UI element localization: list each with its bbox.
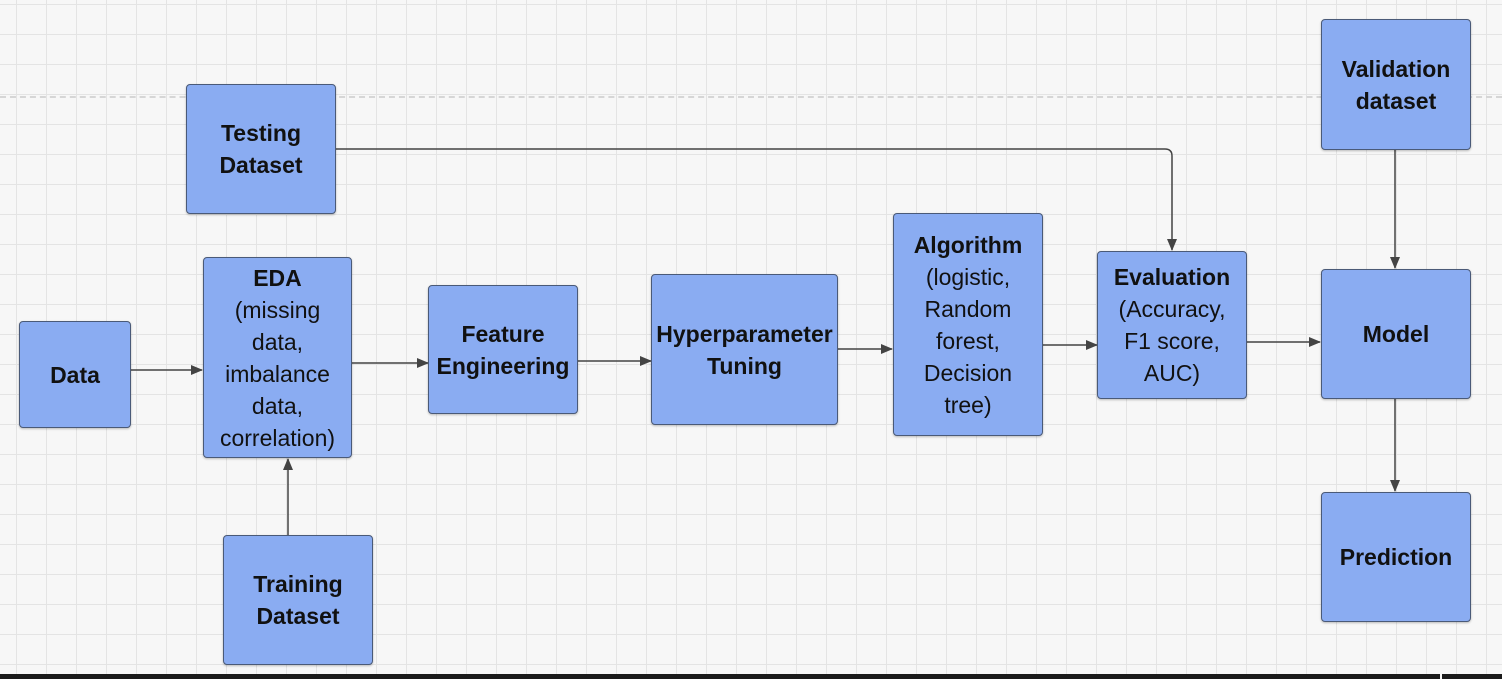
bottom-edge-bar — [0, 674, 1502, 679]
algorithm-detail: (logistic, Random forest, Decision tree) — [923, 263, 1013, 418]
testing-dataset-node[interactable]: Testing Dataset — [186, 84, 336, 214]
data-label: Data — [50, 361, 100, 388]
algorithm-node[interactable]: Algorithm (logistic, Random forest, Deci… — [893, 213, 1043, 436]
bottom-edge-gap — [1440, 674, 1442, 679]
model-label: Model — [1362, 321, 1430, 347]
edge-testing-to-evaluation — [335, 148, 1177, 251]
evaluation-label: Evaluation — [1113, 264, 1231, 290]
hyperparameter-tuning-node[interactable]: Hyperparameter Tuning — [651, 274, 838, 425]
training-dataset-label: Training Dataset — [253, 571, 343, 629]
evaluation-detail: (Accuracy, F1 score, AUC) — [1118, 296, 1226, 386]
hyperparameter-tuning-label: Hyperparameter Tuning — [656, 320, 833, 379]
eda-label: EDA — [253, 264, 302, 291]
testing-dataset-label: Testing Dataset — [219, 120, 303, 178]
validation-dataset-node[interactable]: Validation dataset — [1321, 19, 1471, 150]
prediction-node[interactable]: Prediction — [1321, 492, 1471, 622]
evaluation-node[interactable]: Evaluation (Accuracy, F1 score, AUC) — [1097, 251, 1247, 399]
validation-dataset-label: Validation dataset — [1341, 55, 1451, 114]
data-node[interactable]: Data — [19, 321, 131, 428]
algorithm-label: Algorithm — [913, 231, 1023, 258]
eda-node[interactable]: EDA (missing data, imbalance data, corre… — [203, 257, 352, 458]
training-dataset-node[interactable]: Training Dataset — [223, 535, 373, 665]
feature-engineering-label: Feature Engineering — [436, 320, 570, 379]
dashed-divider — [0, 96, 1502, 98]
feature-engineering-node[interactable]: Feature Engineering — [428, 285, 578, 414]
prediction-label: Prediction — [1339, 544, 1453, 570]
model-node[interactable]: Model — [1321, 269, 1471, 399]
eda-detail: (missing data, imbalance data, correlati… — [219, 296, 336, 451]
